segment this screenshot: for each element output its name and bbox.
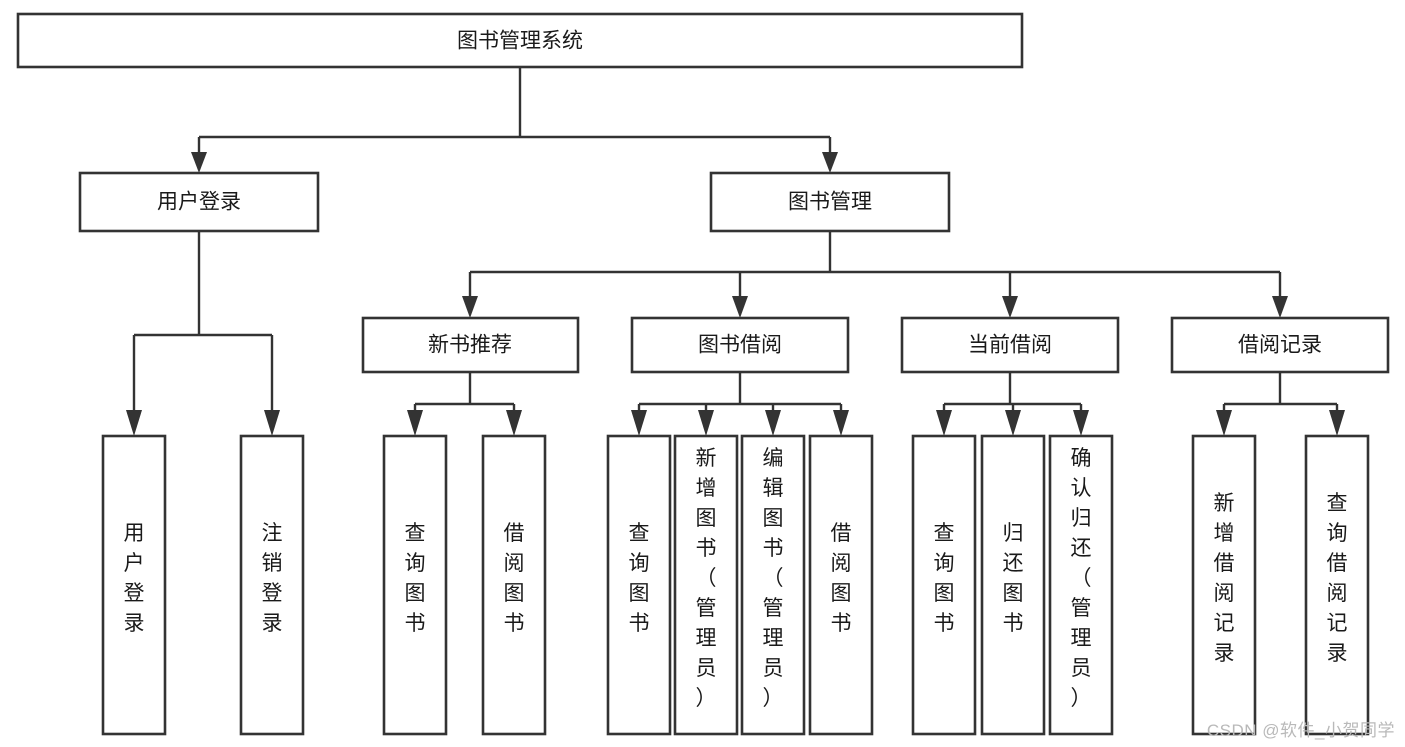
node-root-label: 图书管理系统 bbox=[457, 30, 583, 53]
leaf-label-borrow-book-2: 借阅图书 bbox=[831, 522, 852, 635]
leaf-box-query-book-1[interactable] bbox=[382, 434, 448, 736]
leaf-node[interactable]: 查询图书 bbox=[382, 434, 448, 736]
connector-group-root bbox=[191, 67, 838, 173]
leaf-node[interactable]: 用户登录 bbox=[101, 434, 167, 736]
leaf-label-query-book-3: 查询图书 bbox=[934, 522, 955, 635]
leaf-label-query-book-2: 查询图书 bbox=[629, 522, 650, 635]
leaf-node[interactable]: 归还图书 bbox=[980, 434, 1046, 736]
arrow-currentborrow-leaf-3 bbox=[1073, 410, 1089, 436]
leaf-label-user-login: 用户登录 bbox=[124, 522, 145, 635]
arrow-bookborrow-leaf-2 bbox=[698, 410, 714, 436]
node-new-book-recommend-label: 新书推荐 bbox=[428, 334, 512, 357]
arrow-currentborrow-leaf-1 bbox=[936, 410, 952, 436]
node-book-borrow-label: 图书借阅 bbox=[698, 334, 782, 357]
arrow-bookborrow-leaf-1 bbox=[631, 410, 647, 436]
leaf-box-logout[interactable] bbox=[239, 434, 305, 736]
node-root-box[interactable] bbox=[16, 12, 1024, 69]
node-current-borrow[interactable]: 当前借阅 bbox=[900, 316, 1120, 374]
arrow-bookborrow-leaf-3 bbox=[765, 410, 781, 436]
connector-group-currentborrow bbox=[936, 372, 1089, 436]
arrow-bookmgmt-to-currentborrow bbox=[1002, 296, 1018, 318]
leaf-node[interactable]: 编辑图书（管理员） bbox=[740, 434, 806, 736]
leaf-box-borrow-book-1[interactable] bbox=[481, 434, 547, 736]
arrow-currentborrow-leaf-2 bbox=[1005, 410, 1021, 436]
leaf-node[interactable]: 查询图书 bbox=[911, 434, 977, 736]
node-new-book-recommend[interactable]: 新书推荐 bbox=[361, 316, 580, 374]
arrow-borrowrecord-leaf-2 bbox=[1329, 410, 1345, 436]
node-book-management[interactable]: 图书管理 bbox=[709, 171, 951, 233]
connector-group-borrowrecord bbox=[1216, 372, 1345, 436]
leaf-box-borrow-book-2[interactable] bbox=[808, 434, 874, 736]
leaf-label-confirm-return: 确认归还（管理员） bbox=[1071, 447, 1092, 710]
leaf-box-return-book[interactable] bbox=[980, 434, 1046, 736]
leaf-label-return-book: 归还图书 bbox=[1003, 522, 1024, 635]
arrow-bookmgmt-to-newbook bbox=[462, 296, 478, 318]
node-current-borrow-label: 当前借阅 bbox=[968, 334, 1052, 357]
arrow-userlogin-leaf-2 bbox=[264, 410, 280, 436]
arrow-root-to-userlogin bbox=[191, 152, 207, 173]
arrow-root-to-bookmgmt bbox=[822, 152, 838, 173]
csdn-watermark: CSDN @软件_小贺同学 bbox=[1206, 721, 1395, 740]
node-book-borrow-box[interactable] bbox=[630, 316, 850, 374]
node-borrow-record-label: 借阅记录 bbox=[1238, 334, 1322, 357]
leaf-label-query-record: 查询借阅记录 bbox=[1327, 492, 1348, 665]
leaf-box-edit-book[interactable] bbox=[740, 434, 806, 736]
leaf-box-add-book[interactable] bbox=[673, 434, 739, 736]
leaf-node[interactable]: 借阅图书 bbox=[808, 434, 874, 736]
node-book-management-box[interactable] bbox=[709, 171, 951, 233]
leaf-node[interactable]: 查询图书 bbox=[606, 434, 672, 736]
connector-group-bookborrow bbox=[631, 372, 849, 436]
leaf-box-query-book-3[interactable] bbox=[911, 434, 977, 736]
leaf-label-add-book: 新增图书（管理员） bbox=[696, 447, 717, 710]
leaf-box-user-login[interactable] bbox=[101, 434, 167, 736]
leaf-node[interactable]: 借阅图书 bbox=[481, 434, 547, 736]
leaf-node[interactable]: 新增图书（管理员） bbox=[673, 434, 739, 736]
arrow-userlogin-leaf-1 bbox=[126, 410, 142, 436]
node-user-login-label: 用户登录 bbox=[157, 191, 241, 214]
node-root[interactable]: 图书管理系统 bbox=[16, 12, 1024, 69]
arrow-bookmgmt-to-bookborrow bbox=[732, 296, 748, 318]
arrow-bookborrow-leaf-4 bbox=[833, 410, 849, 436]
node-user-login-box[interactable] bbox=[78, 171, 320, 233]
leaf-label-edit-book: 编辑图书（管理员） bbox=[763, 447, 784, 710]
leaf-box-query-record[interactable] bbox=[1304, 434, 1370, 736]
connector-group-newbook bbox=[407, 372, 522, 436]
leaf-box-add-record[interactable] bbox=[1191, 434, 1257, 736]
node-borrow-record[interactable]: 借阅记录 bbox=[1170, 316, 1390, 374]
node-borrow-record-box[interactable] bbox=[1170, 316, 1390, 374]
leaf-box-query-book-2[interactable] bbox=[606, 434, 672, 736]
leaf-label-add-record: 新增借阅记录 bbox=[1214, 492, 1235, 665]
node-new-book-recommend-box[interactable] bbox=[361, 316, 580, 374]
leaf-node[interactable]: 确认归还（管理员） bbox=[1048, 434, 1114, 736]
connector-group-userlogin bbox=[126, 231, 280, 436]
leaf-node[interactable]: 注销登录 bbox=[239, 434, 305, 736]
leaf-node[interactable]: 新增借阅记录 bbox=[1191, 434, 1257, 736]
leaf-label-logout: 注销登录 bbox=[262, 522, 283, 635]
node-book-management-label: 图书管理 bbox=[788, 191, 872, 214]
arrow-newbook-leaf-1 bbox=[407, 410, 423, 436]
connector-group-bookmgmt bbox=[462, 231, 1288, 318]
node-current-borrow-box[interactable] bbox=[900, 316, 1120, 374]
node-book-borrow[interactable]: 图书借阅 bbox=[630, 316, 850, 374]
arrow-bookmgmt-to-borrowrecord bbox=[1272, 296, 1288, 318]
leaf-node[interactable]: 查询借阅记录 bbox=[1304, 434, 1370, 736]
leaf-label-query-book-1: 查询图书 bbox=[405, 522, 426, 635]
node-user-login[interactable]: 用户登录 bbox=[78, 171, 320, 233]
leaf-box-confirm-return[interactable] bbox=[1048, 434, 1114, 736]
arrow-borrowrecord-leaf-1 bbox=[1216, 410, 1232, 436]
arrow-newbook-leaf-2 bbox=[506, 410, 522, 436]
leaf-label-borrow-book-1: 借阅图书 bbox=[504, 522, 525, 635]
